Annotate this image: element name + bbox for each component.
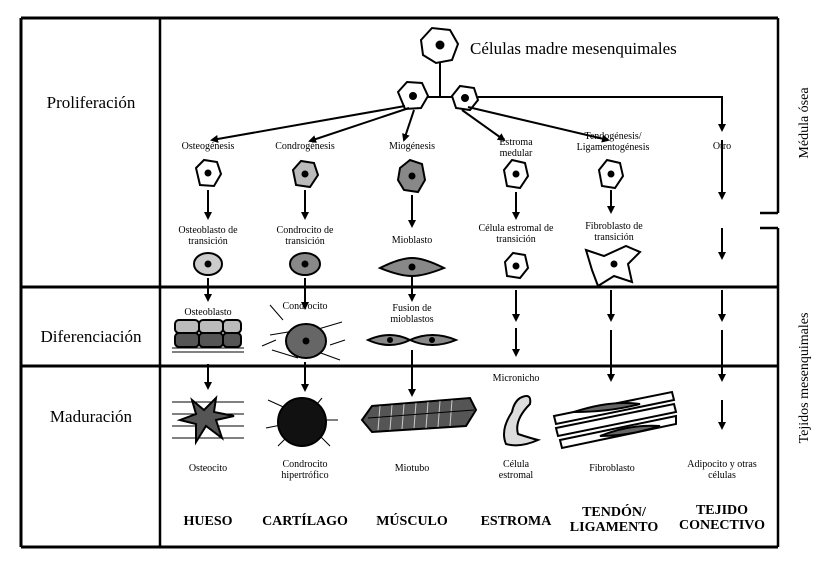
tissue-label-3: ESTROMA [480, 514, 552, 529]
side-label-mesenchymal-tissues: Tejidos mesenquimales [797, 312, 812, 444]
transition-label-4: Fibroblasto de transición [585, 221, 643, 243]
niche-label: Micronicho [492, 373, 540, 384]
tissue-label-0: HUESO [183, 514, 233, 529]
differentiated-label-0: Osteoblasto [184, 307, 232, 318]
mature-cells [172, 390, 678, 450]
process-label-1: Condrogénesis [275, 141, 335, 152]
mature-label-5: Adipocito y otras células [687, 459, 757, 481]
transition-label-3: Célula estromal de transición [478, 223, 554, 245]
osteoblast-layer [172, 319, 244, 353]
mature-label-4: Fibroblasto [589, 463, 635, 474]
stem-cells [396, 26, 480, 112]
fibroblast-bundle [552, 390, 678, 450]
osteocyte-cell [172, 395, 244, 446]
hypertrophic-chondrocyte-cell [265, 397, 338, 447]
transition-label-1: Condrocito de transición [276, 225, 334, 247]
stromal-cell [503, 395, 542, 447]
transition-label-2: Mioblasto [391, 235, 433, 246]
process-label-4: Tendogénesis/ Ligamentogénesis [576, 131, 650, 153]
transition-cells [193, 244, 642, 288]
side-label-bone-marrow: Médula ósea [797, 87, 812, 159]
chondrocyte-cell [261, 304, 346, 361]
stage-differentiation: Diferenciación [40, 327, 142, 346]
tissue-label-4: TENDÓN/ LIGAMENTO [569, 505, 659, 535]
myoblast-fusion [365, 334, 459, 346]
tissue-label-1: CARTÍLAGO [262, 514, 348, 529]
differentiated-label-2: Fusion de mioblastos [390, 303, 434, 325]
process-label-5: Otro [712, 141, 732, 152]
myotube-cell [360, 396, 478, 434]
process-label-3: Estroma medular [499, 137, 533, 159]
table-frame [19, 16, 780, 549]
stage-maturation: Maduración [49, 407, 133, 426]
stage-proliferation: Proliferación [46, 93, 136, 112]
tissue-label-5: TEJIDO CONECTIVO [678, 503, 766, 533]
process-label-0: Osteogénesis [181, 141, 235, 152]
differentiation-cells [172, 304, 459, 361]
differentiated-label-1: Condrocito [282, 301, 328, 312]
process-label-2: Miogénesis [388, 141, 436, 152]
mature-label-2: Miotubo [394, 463, 430, 474]
tissue-label-2: MÚSCULO [376, 514, 448, 529]
transition-label-0: Osteoblasto de transición [178, 225, 238, 247]
mature-label-1: Condrocito hipertrófico [281, 459, 329, 481]
progenitor-cells [194, 158, 625, 194]
lineage-arrows [210, 96, 726, 143]
diagram-title: Células madre mesenquimales [470, 39, 677, 58]
mature-label-3: Célula estromal [498, 459, 534, 481]
flow-arrows [204, 140, 726, 430]
mature-label-0: Osteocito [188, 463, 228, 474]
